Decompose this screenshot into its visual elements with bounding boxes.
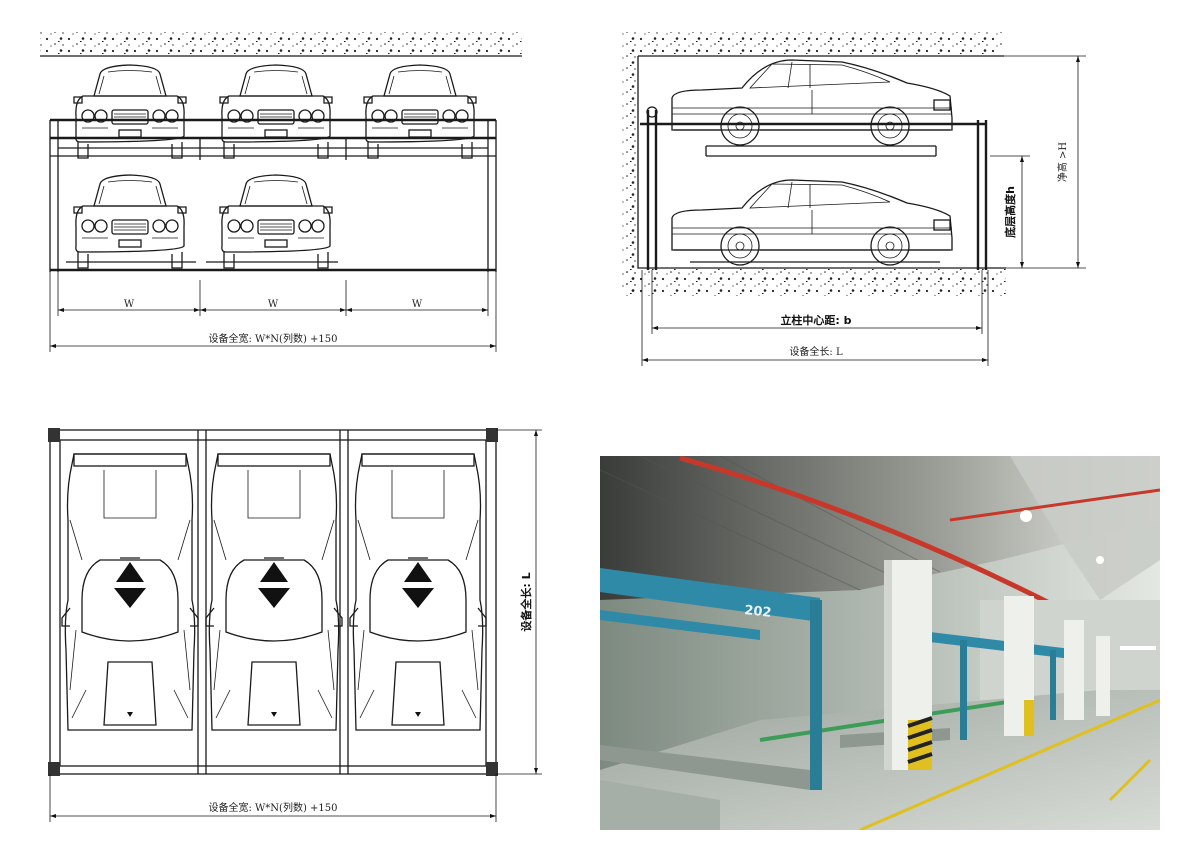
top-car-2 (205, 453, 343, 731)
top-car-1 (61, 453, 199, 731)
side-ceiling-slab (622, 32, 1004, 54)
lower-car-1 (73, 174, 187, 269)
top-total-length-label: 设备全长: L (519, 572, 533, 631)
lower-side-car (671, 179, 953, 266)
floor-slab (622, 268, 1006, 296)
garage-photo: 202 (600, 456, 1160, 830)
front-width-label-3: W (412, 299, 423, 310)
top-view: 设备全长: L 设备全宽: W*N(列数) +150 (48, 428, 542, 822)
upper-side-car (671, 59, 953, 146)
upper-car-1 (73, 64, 187, 159)
clear-height-label: 净高 >H (1056, 142, 1069, 183)
front-width-label-1: W (124, 299, 135, 310)
upper-car-3 (363, 64, 477, 159)
top-total-width-label: 设备全宽: W*N(列数) +150 (208, 801, 337, 814)
column-center-label: 立柱中心距: b (780, 313, 851, 327)
front-total-width-label: 设备全宽: W*N(列数) +150 (208, 332, 337, 345)
ceiling-slab (40, 32, 522, 54)
side-view: 净高 >H 底层高度h 立柱中心距: b 设备全长: L (622, 32, 1086, 366)
bottom-height-label: 底层高度h (1003, 186, 1017, 238)
bay-number-label: 202 (744, 603, 773, 621)
upper-car-2 (219, 64, 333, 159)
front-view: W W W 设备全宽: W*N(列数) +150 (40, 32, 522, 352)
lower-car-2 (219, 174, 333, 269)
top-car-3 (349, 453, 487, 731)
front-width-label-2: W (268, 299, 279, 310)
side-total-length-label: 设备全长: L (789, 345, 843, 358)
side-wall (622, 54, 638, 294)
